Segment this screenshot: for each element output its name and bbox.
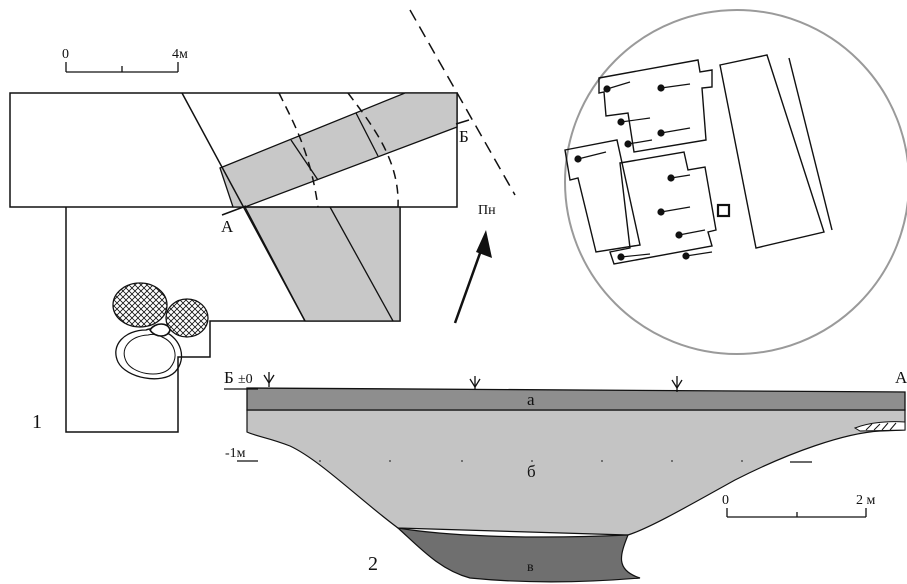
plan-scale-bar	[65, 62, 179, 73]
profile-label-b: Б	[224, 368, 234, 387]
inset-building-plan	[564, 54, 833, 265]
inset-wall-line	[788, 57, 833, 231]
section-marker-b	[455, 119, 470, 125]
profile-pegs	[263, 372, 683, 392]
trench-divider-1	[290, 139, 319, 181]
profile-sample-dots	[319, 460, 743, 462]
profile-scale-bar	[726, 508, 867, 518]
inset-building-lower	[609, 151, 717, 265]
layer-label-a: а	[527, 390, 535, 409]
inset-long-wall	[719, 54, 825, 249]
pit-inner-outline	[123, 333, 176, 375]
pit-hatched-right	[165, 298, 209, 338]
section-marker-a	[221, 205, 247, 216]
plan-drawing: 0 4м А Б Пн	[9, 9, 516, 433]
inset-building-upper	[598, 59, 713, 153]
profile-depth-mark: -1м	[225, 446, 246, 461]
dashed-line-2	[347, 92, 399, 208]
drawing-number-2: 2	[368, 553, 378, 575]
inset-post-markers	[574, 81, 713, 261]
dashed-line-1	[278, 92, 319, 208]
plan-scale-end: 4м	[172, 47, 188, 62]
pit-group	[112, 282, 209, 380]
section-label-a: А	[221, 217, 234, 236]
pit-double-outline	[115, 328, 183, 380]
section-label-b: Б	[459, 127, 469, 146]
trench-lower-center-line	[329, 206, 394, 322]
dashed-line-long	[409, 9, 516, 196]
profile-scale-end: 2 м	[856, 493, 876, 508]
inset-circle	[564, 9, 907, 355]
plan-scale-start: 0	[62, 47, 69, 62]
pit-hatched-left	[112, 282, 168, 328]
north-arrow	[453, 230, 492, 324]
profile-layer-c	[396, 527, 641, 583]
profile-zero-mark: ±0	[238, 372, 253, 387]
inset-small-square	[716, 203, 731, 218]
trench-divider-2	[355, 112, 379, 157]
profile-scale-start: 0	[722, 493, 729, 508]
inset-building-left	[564, 139, 641, 253]
profile-hatch-inclusion	[853, 421, 906, 432]
north-label: Пн	[478, 203, 496, 218]
profile-drawing: Б ±0 А -1м а б в 0 2 м 2	[224, 368, 907, 583]
trench-upper-band	[219, 92, 458, 208]
profile-layer-a	[246, 387, 906, 411]
layer-label-b: б	[527, 462, 536, 481]
layer-label-c: в	[527, 560, 534, 575]
trench-lower-band	[243, 206, 401, 322]
pit-small-ring	[149, 323, 171, 337]
profile-layer-b	[246, 409, 906, 536]
profile-label-a: А	[895, 368, 907, 387]
drawing-number-1: 1	[32, 411, 42, 433]
